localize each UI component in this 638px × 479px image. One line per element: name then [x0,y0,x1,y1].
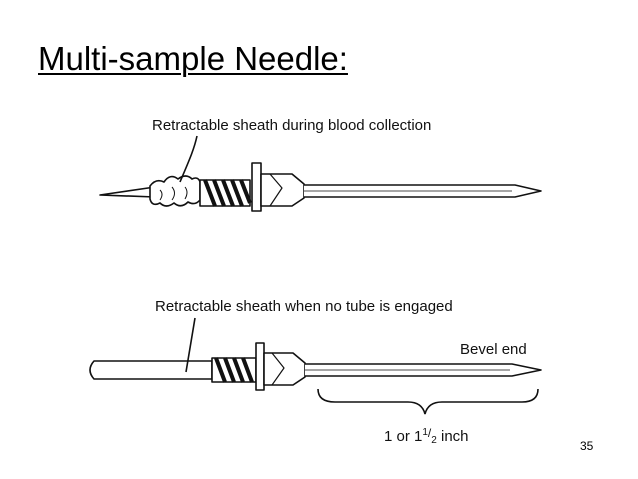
bottom-needle-label: Retractable sheath when no tube is engag… [155,298,453,315]
bottom-hub-cap [263,352,306,386]
top-hub-cap [260,173,305,207]
bevel-end-label: Bevel end [460,341,527,358]
bottom-flange [255,342,265,391]
length-brace [317,388,539,415]
top-flange [251,162,262,212]
top-needle [99,162,542,212]
top-leader-line [179,135,198,183]
bottom-needle [89,342,542,391]
top-threads [203,179,252,207]
page-number: 35 [580,439,594,453]
top-needle-left-tip [99,186,156,198]
top-sheath-crumpled [149,175,201,207]
slide-title: Multi-sample Needle: [38,40,348,77]
bottom-leader-line [185,317,196,373]
bottom-threads [214,357,254,383]
length-label: 1 or 11/2 inch [384,426,469,446]
bottom-sheath-extended [89,360,213,380]
top-needle-label: Retractable sheath during blood collecti… [152,117,431,134]
